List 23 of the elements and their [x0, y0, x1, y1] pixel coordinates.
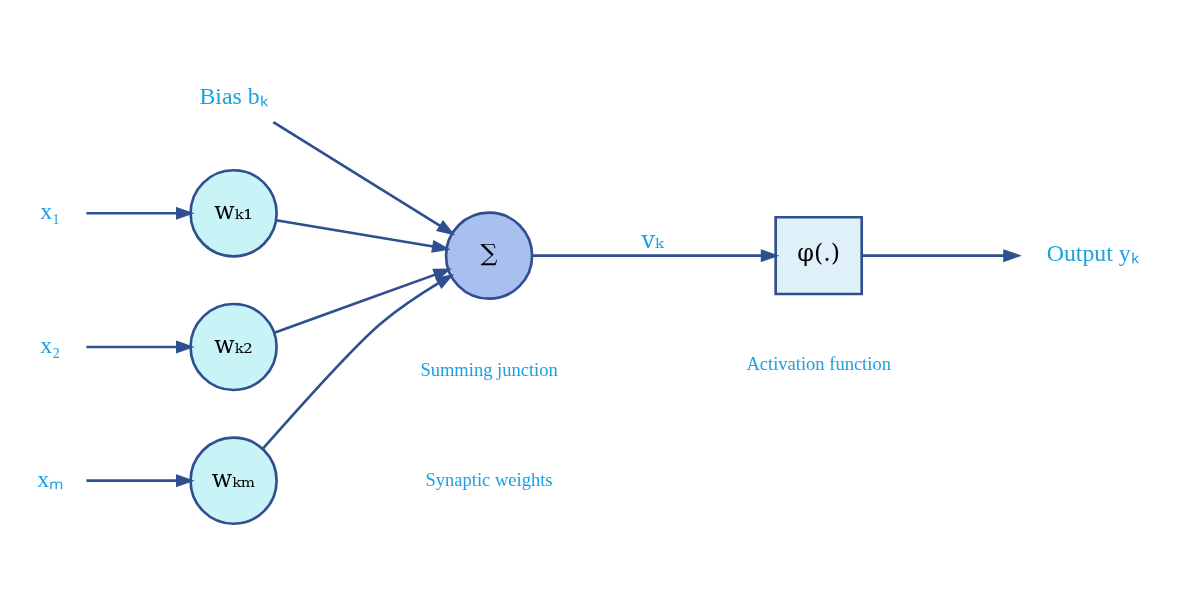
arrow — [861, 249, 1022, 263]
arrow — [272, 120, 456, 236]
edge-label: vₖ — [641, 226, 664, 255]
arrow — [273, 268, 452, 334]
node-circle: wₖ₁ — [189, 168, 278, 258]
arrow — [86, 474, 195, 488]
arrow — [86, 206, 195, 220]
arrow — [532, 249, 780, 263]
arrow — [261, 273, 455, 450]
node-text: Output yₖ — [1046, 240, 1139, 267]
node-text: x₂ — [40, 331, 61, 358]
label: Synaptic weights — [425, 468, 553, 490]
node-text: x₁ — [40, 198, 61, 225]
node-circle: wₖ₂ — [189, 302, 278, 392]
node-text: xₘ — [37, 465, 64, 492]
node-box: φ(.) — [774, 215, 864, 296]
node-circle: wₖₘ — [189, 436, 278, 526]
arrow — [86, 340, 195, 354]
node-label: Summing junction — [420, 358, 558, 380]
node-circle: ∑ — [444, 211, 534, 300]
arrow — [275, 218, 451, 253]
node-text: Bias bₖ — [199, 82, 268, 109]
node-label: Activation function — [746, 353, 891, 375]
